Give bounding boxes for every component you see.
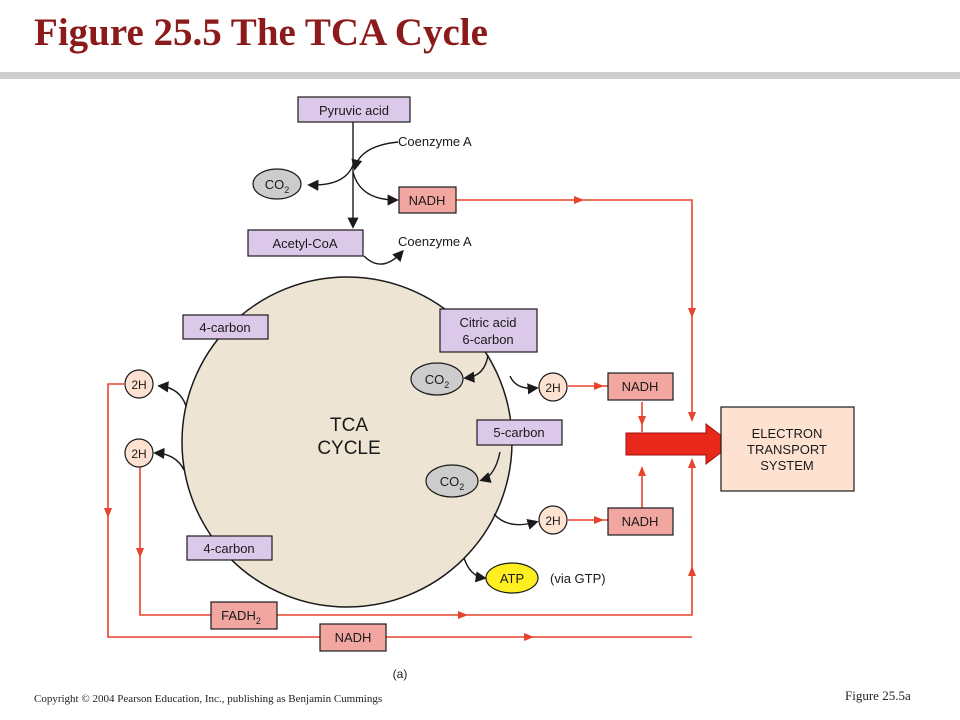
pathway-arrows <box>153 122 539 583</box>
coenzyme-a-in-label: Coenzyme A <box>398 134 472 149</box>
nadh-right-upper-box: NADH <box>607 372 674 401</box>
coenzyme-a-out-arrow <box>363 249 404 265</box>
electron-flow-arrowheads <box>104 196 696 641</box>
atp-oval: ATP <box>485 562 539 594</box>
cycle-label-line2: CYCLE <box>317 438 380 459</box>
acetyl-coa-label: Acetyl-CoA <box>272 236 337 251</box>
ets-label-line1: ELECTRON <box>752 426 823 441</box>
two-h-lower-left-circle: 2H <box>124 438 154 468</box>
arrowhead-right <box>574 196 584 204</box>
two-h-upper-right-circle: 2H <box>538 372 568 402</box>
lower-left-2h-arrow <box>153 447 185 471</box>
pyruvic-acid-label: Pyruvic acid <box>319 103 389 118</box>
arrowhead-down <box>104 508 112 518</box>
ets-label-line3: SYSTEM <box>760 458 813 473</box>
atp-arrow <box>463 557 487 583</box>
nadh-top-label: NADH <box>409 193 446 208</box>
four-carbon-lower-label: 4-carbon <box>203 541 254 556</box>
citric-acid-line1: Citric acid <box>459 315 516 330</box>
co2-right-lower-subscript: 2 <box>459 482 464 492</box>
co2-right-upper-oval: CO2 <box>410 362 464 396</box>
co2-top-subscript: 2 <box>284 185 289 195</box>
arrowhead-right <box>458 611 468 619</box>
acetyl-coa-box: Acetyl-CoA <box>247 229 364 257</box>
four-carbon-upper-box: 4-carbon <box>182 314 269 340</box>
citric-acid-line2: 6-carbon <box>462 332 513 347</box>
arrowhead-right <box>524 633 534 641</box>
pyruvic-acid-box: Pyruvic acid <box>297 96 411 123</box>
atp-label: ATP <box>500 571 524 586</box>
arrowhead-down <box>638 416 646 426</box>
two-h-lower-right-circle: 2H <box>538 505 568 535</box>
four-carbon-lower-box: 4-carbon <box>186 535 273 561</box>
ets-label-line2: TRANSPORT <box>747 442 827 457</box>
big-arrow-to-ets <box>625 422 733 466</box>
two-h-label: 2H <box>131 447 146 461</box>
upper-right-2h-arrow <box>509 375 539 395</box>
nadh-top-box: NADH <box>398 186 457 214</box>
citric-acid-box: Citric acid 6-carbon <box>439 308 538 353</box>
electron-transport-system-box: ELECTRON TRANSPORT SYSTEM <box>720 406 855 492</box>
nadh-right-upper-label: NADH <box>622 379 659 394</box>
nadh-right-lower-label: NADH <box>622 514 659 529</box>
nadh-bottom-box: NADH <box>319 623 387 652</box>
fadh2-subscript: 2 <box>256 616 261 626</box>
title-rule <box>0 72 960 79</box>
coenzyme-a-in-arrow <box>351 141 399 171</box>
co2-right-upper-subscript: 2 <box>444 380 449 390</box>
upper-left-2h-arrow <box>157 381 187 407</box>
co2-right-upper-label: CO <box>425 372 445 387</box>
arrowhead-right <box>594 516 604 524</box>
h-lower-to-fadh2-line <box>139 462 693 616</box>
fadh2-label: FADH <box>221 608 256 623</box>
co2-right-lower-label: CO <box>440 474 460 489</box>
svg-text:CO2: CO2 <box>440 474 465 492</box>
fadh2-box: FADH2 <box>210 601 278 630</box>
cycle-label-line1: TCA <box>330 415 368 436</box>
panel-label: (a) <box>393 667 408 681</box>
arrowhead-down <box>688 412 696 422</box>
arrowhead-down <box>136 548 144 558</box>
lower-right-2h-arrow <box>493 513 539 530</box>
arrowhead-up <box>688 566 696 576</box>
arrowhead-down <box>688 308 696 318</box>
co2-top-label: CO <box>265 177 285 192</box>
two-h-label: 2H <box>545 381 560 395</box>
co2-top-oval: CO2 <box>252 168 302 200</box>
two-h-label: 2H <box>131 378 146 392</box>
five-carbon-box: 5-carbon <box>476 419 563 446</box>
lower-co2-arrow <box>479 451 501 483</box>
five-carbon-label: 5-carbon <box>493 425 544 440</box>
svg-text:CO2: CO2 <box>425 372 450 390</box>
arrowhead-up <box>688 458 696 468</box>
via-gtp-label: (via GTP) <box>550 571 606 586</box>
coenzyme-a-out-label: Coenzyme A <box>398 234 472 249</box>
nadh-production-arrow <box>352 171 399 206</box>
svg-text:CO2: CO2 <box>265 177 290 195</box>
copyright-text: Copyright © 2004 Pearson Education, Inc.… <box>34 693 383 705</box>
nadh-right-lower-box: NADH <box>607 507 674 536</box>
slide-title: Figure 25.5 The TCA Cycle <box>34 11 488 54</box>
nadh-bottom-label: NADH <box>335 630 372 645</box>
svg-text:FADH2: FADH2 <box>221 608 261 626</box>
arrowhead-right <box>594 382 604 390</box>
co2-release-arrow <box>307 164 354 191</box>
four-carbon-upper-label: 4-carbon <box>199 320 250 335</box>
figure-reference: Figure 25.5a <box>845 688 911 703</box>
two-h-upper-left-circle: 2H <box>124 369 154 399</box>
citric-co2-arrow <box>463 354 489 383</box>
nadh-top-to-ets-line <box>456 199 693 420</box>
two-h-label: 2H <box>545 514 560 528</box>
arrowhead-up <box>638 466 646 476</box>
co2-right-lower-oval: CO2 <box>425 464 479 498</box>
